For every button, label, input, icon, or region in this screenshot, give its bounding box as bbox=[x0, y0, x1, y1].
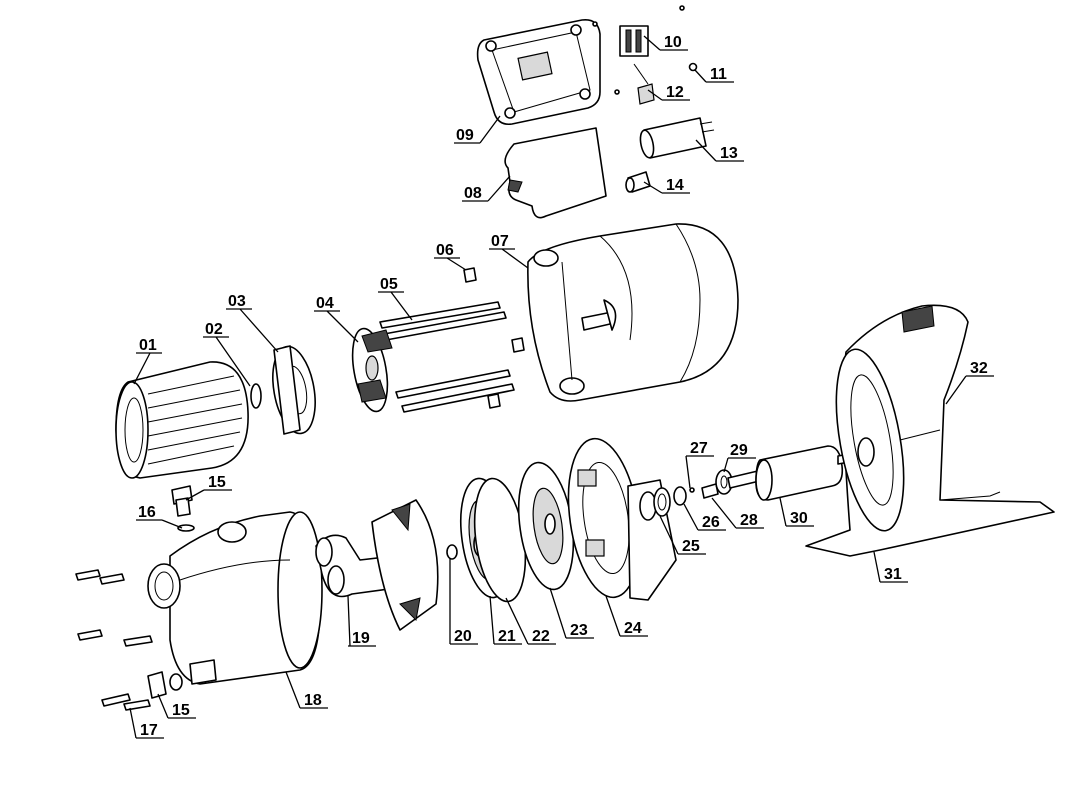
label-21: 21 bbox=[498, 628, 516, 645]
label-15-bottom: 15 bbox=[172, 702, 190, 719]
label-04: 04 bbox=[316, 295, 334, 312]
nut-part-06 bbox=[463, 267, 525, 409]
part-labels: 01 02 03 04 05 06 07 08 09 10 11 12 13 1… bbox=[138, 34, 988, 739]
label-02: 02 bbox=[205, 321, 223, 338]
label-13: 13 bbox=[720, 145, 738, 162]
cable-gland-part-14 bbox=[625, 171, 651, 193]
label-08: 08 bbox=[464, 185, 482, 202]
label-18: 18 bbox=[304, 692, 322, 709]
tie-rods-part-05 bbox=[379, 301, 515, 413]
leader-lines bbox=[129, 35, 994, 739]
bearing-cover-part-03 bbox=[272, 345, 316, 435]
o-ring-part-02 bbox=[250, 383, 262, 409]
terminal-box-cover-part-09 bbox=[476, 18, 601, 126]
screws-part-17 bbox=[101, 693, 151, 711]
label-10: 10 bbox=[664, 34, 682, 51]
motor-housing-part-07 bbox=[527, 223, 739, 402]
plug-part-15-bottom bbox=[147, 671, 183, 699]
label-09: 09 bbox=[456, 127, 474, 144]
terminal-part-12 bbox=[633, 63, 655, 105]
label-27: 27 bbox=[690, 440, 708, 457]
label-17: 17 bbox=[140, 722, 158, 739]
label-19: 19 bbox=[352, 630, 370, 647]
label-26: 26 bbox=[702, 514, 720, 531]
label-24: 24 bbox=[624, 620, 642, 637]
label-15-top: 15 bbox=[208, 474, 226, 491]
key-part-27 bbox=[689, 487, 695, 493]
fan-part-04 bbox=[351, 327, 393, 413]
label-14: 14 bbox=[666, 177, 684, 194]
motor-base-part-31-32 bbox=[805, 304, 1055, 557]
stator-part-01 bbox=[115, 361, 249, 479]
label-07: 07 bbox=[491, 233, 509, 250]
pump-body-part-18 bbox=[147, 511, 323, 685]
label-32: 32 bbox=[970, 360, 988, 377]
screws-left bbox=[75, 569, 153, 647]
label-06: 06 bbox=[436, 242, 454, 259]
label-25: 25 bbox=[682, 538, 700, 555]
shaft-nut-part-20 bbox=[446, 544, 458, 560]
screw-part-11 bbox=[688, 62, 698, 72]
label-12: 12 bbox=[666, 84, 684, 101]
label-16: 16 bbox=[138, 504, 156, 521]
label-28: 28 bbox=[740, 512, 758, 529]
capacitor-bracket-part-08 bbox=[504, 127, 607, 219]
label-23: 23 bbox=[570, 622, 588, 639]
diffuser-plate-part-23 bbox=[517, 461, 575, 591]
label-29: 29 bbox=[730, 442, 748, 459]
screw-small bbox=[592, 21, 598, 27]
plug-part-15-top bbox=[171, 485, 193, 517]
gasket-part-16 bbox=[177, 524, 195, 532]
label-22: 22 bbox=[532, 628, 550, 645]
capacitor-part-13 bbox=[639, 117, 715, 159]
venturi-diffuser-part-19 bbox=[315, 499, 439, 631]
label-11: 11 bbox=[710, 66, 727, 83]
screw-small-2 bbox=[679, 5, 685, 11]
label-05: 05 bbox=[380, 276, 398, 293]
screw-small-3 bbox=[614, 89, 620, 95]
mechanical-seal-part-25 bbox=[639, 487, 671, 521]
seal-housing-part-24 bbox=[567, 437, 677, 601]
bearing-part-28 bbox=[701, 483, 719, 499]
ring-part-26 bbox=[673, 486, 687, 506]
label-03: 03 bbox=[228, 293, 246, 310]
label-01: 01 bbox=[139, 337, 157, 354]
label-30: 30 bbox=[790, 510, 808, 527]
label-31: 31 bbox=[884, 566, 902, 583]
label-20: 20 bbox=[454, 628, 472, 645]
switch-part-10 bbox=[619, 25, 649, 57]
